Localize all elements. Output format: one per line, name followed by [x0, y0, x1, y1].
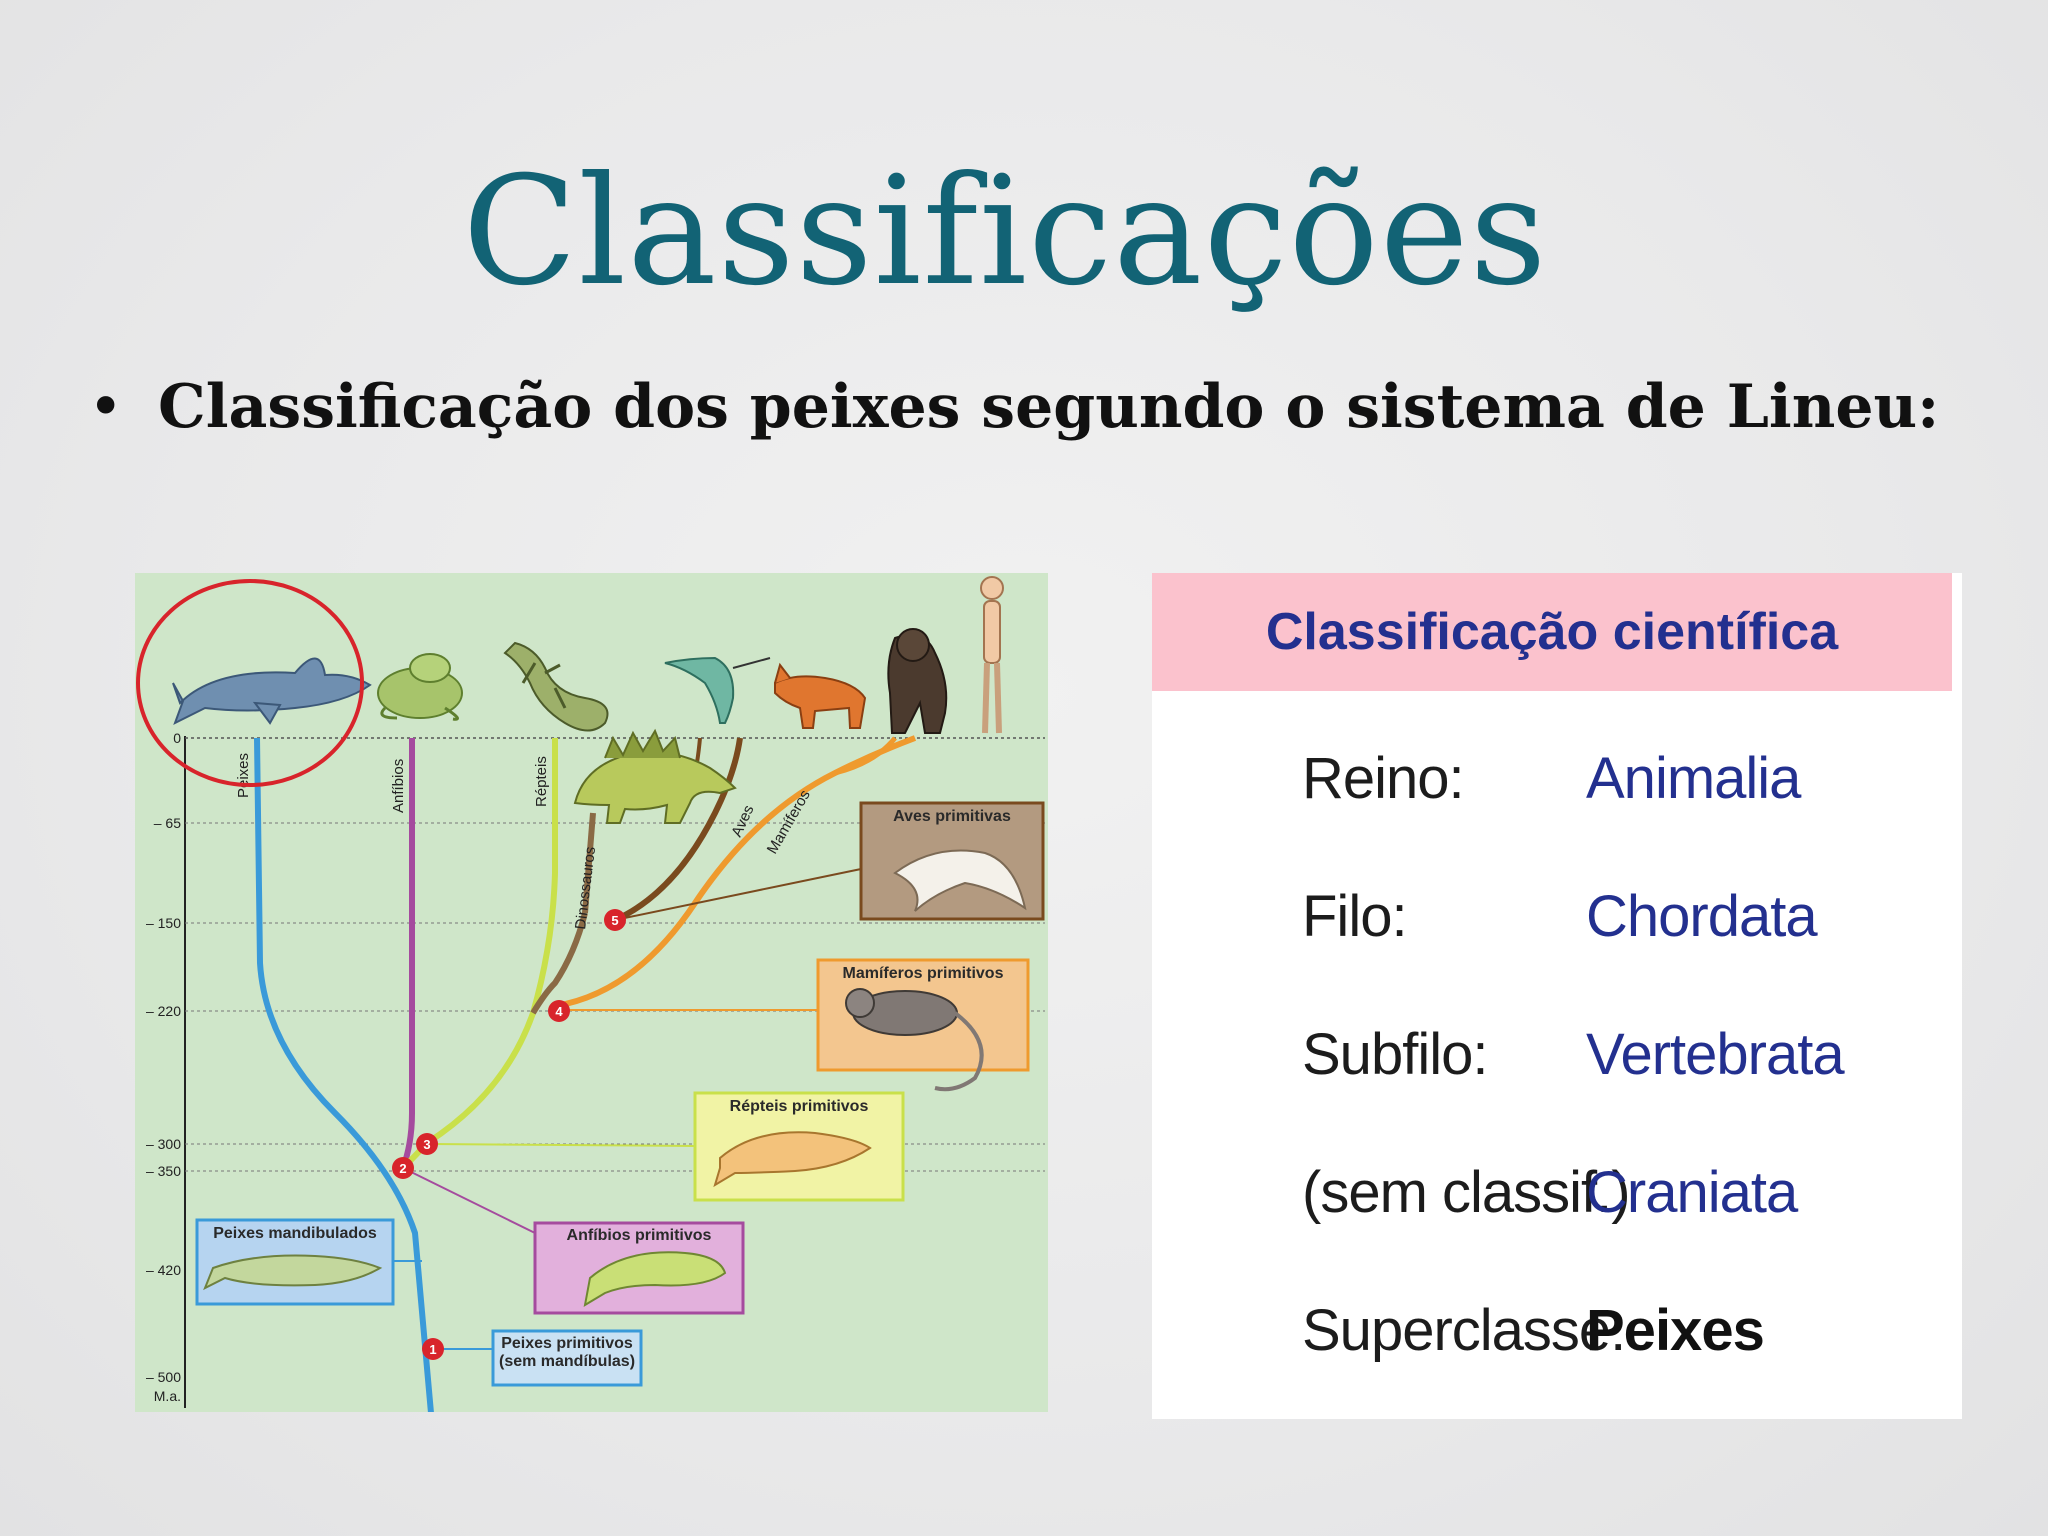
human-illustration [980, 576, 1004, 734]
branch-peixes [254, 737, 434, 1412]
tick-65: – 65 [154, 815, 181, 831]
tick-300: – 300 [146, 1136, 181, 1152]
tick-420: – 420 [146, 1262, 181, 1278]
row-subfilo: Subfilo: Vertebrata [1302, 1021, 1942, 1101]
label-peixes-primitivos-line1: Peixes primitivos [501, 1335, 633, 1352]
connector-repteis-primitivos [430, 1143, 696, 1147]
label-mamiferos-primitivos: Mamíferos primitivos [842, 965, 1004, 982]
highlight-circle [136, 579, 364, 787]
early-reptile-illustration [713, 1131, 872, 1188]
classification-panel: Classificação científica Reino: Animalia… [1152, 573, 1962, 1419]
row-superclasse: Superclasse: Peixes [1302, 1297, 1942, 1377]
fox-illustration [774, 662, 867, 729]
bullet-dot: • [88, 372, 124, 442]
frog-illustration [377, 653, 463, 721]
row-value: Animalia [1586, 746, 1801, 811]
axis-unit: M.a. [154, 1388, 181, 1404]
label-peixes-primitivos: Peixes primitivos (sem mandíbulas) [493, 1335, 641, 1372]
label-anfibios-primitivos: Anfíbios primitivos [566, 1227, 712, 1244]
row-key: Reino: [1302, 746, 1465, 811]
svg-text:5: 5 [611, 913, 618, 928]
row-key: (sem classif.) [1302, 1160, 1631, 1225]
dinosaur-illustration [573, 728, 737, 824]
svg-text:3: 3 [423, 1137, 430, 1152]
svg-text:4: 4 [555, 1004, 563, 1019]
tick-500: – 500 [146, 1369, 181, 1385]
row-key: Filo: [1302, 884, 1408, 949]
evolution-tree-svg: 0 – 65 – 150 – 220 – 300 – 350 – 420 – 5… [136, 576, 1045, 1412]
label-dinossauros: Dinossauros [572, 846, 599, 931]
archaeopteryx-illustration [893, 849, 1027, 912]
tick-350: – 350 [146, 1163, 181, 1179]
node-5: 5 [604, 909, 626, 931]
gorilla-illustration [887, 628, 948, 734]
connector-aves-primitivas [614, 868, 862, 921]
row-value: Chordata [1586, 884, 1818, 949]
row-key: Superclasse: [1302, 1298, 1626, 1363]
row-value: Craniata [1586, 1160, 1798, 1225]
node-4: 4 [548, 1000, 570, 1022]
label-anfibios: Anfíbios [390, 759, 407, 813]
bird-illustration [664, 656, 771, 724]
label-repteis-primitivos: Répteis primitivos [729, 1098, 869, 1115]
row-key: Subfilo: [1302, 1022, 1488, 1087]
jawed-fish-illustration [203, 1254, 383, 1291]
tick-0: 0 [173, 730, 181, 746]
branch-mamiferos [554, 735, 917, 1009]
branch-mamiferos-split [834, 736, 897, 776]
classification-header-text: Classificação científica [1265, 603, 1839, 661]
row-filo: Filo: Chordata [1302, 883, 1942, 963]
box-peixes-primitivos [491, 1329, 643, 1387]
label-peixes-mandibulados: Peixes mandibulados [213, 1225, 377, 1242]
classification-header: Classificação científica [1152, 573, 1952, 691]
slide-title: Classificações [462, 145, 1548, 319]
svg-text:2: 2 [399, 1161, 406, 1176]
row-value: Peixes [1586, 1298, 1765, 1363]
label-repteis: Répteis [533, 756, 550, 807]
row-value: Vertebrata [1586, 1022, 1845, 1087]
tick-220: – 220 [146, 1003, 181, 1019]
shark-illustration [172, 657, 372, 726]
connector-anfibios-primitivos [402, 1167, 536, 1234]
bullet-text: Classificação dos peixes segundo o siste… [158, 372, 1940, 442]
label-peixes: Peixes [235, 753, 252, 798]
branch-dinossauros [530, 912, 588, 1015]
label-aves-primitivas: Aves primitivas [893, 808, 1011, 825]
tick-150: – 150 [146, 915, 181, 931]
node-3: 3 [416, 1133, 438, 1155]
row-sem-classif: (sem classif.) Craniata [1302, 1159, 1942, 1239]
evolution-tree-figure: 0 – 65 – 150 – 220 – 300 – 350 – 420 – 5… [135, 573, 1048, 1412]
early-amphibian-illustration [583, 1251, 727, 1307]
label-mamiferos: Mamíferos [764, 787, 814, 857]
branch-aves [613, 737, 743, 923]
svg-text:1: 1 [429, 1342, 436, 1357]
bullet-point: • Classificação dos peixes segundo o sist… [88, 372, 1988, 442]
node-2: 2 [392, 1157, 414, 1179]
early-mammal-illustration [845, 988, 984, 1092]
node-1: 1 [422, 1338, 444, 1360]
branch-dinossauros-top [582, 812, 596, 914]
row-reino: Reino: Animalia [1302, 745, 1942, 825]
lizard-illustration [503, 641, 609, 732]
label-peixes-primitivos-line2: (sem mandíbulas) [498, 1353, 636, 1371]
